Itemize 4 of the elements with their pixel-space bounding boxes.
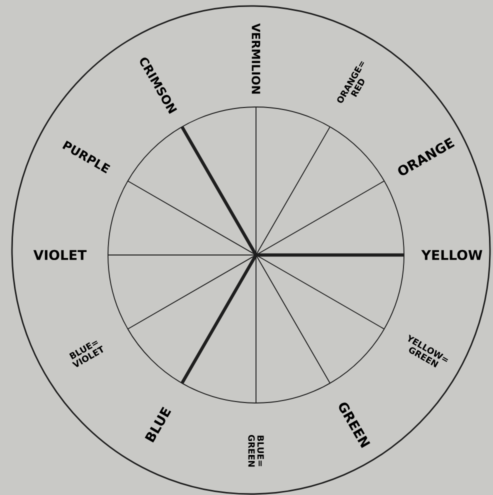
color-name: VERMILION (252, 23, 260, 94)
color-name: YELLOW (421, 250, 482, 260)
color-name: BLUE= GREEN (248, 435, 264, 467)
color-name: VIOLET (33, 250, 87, 260)
